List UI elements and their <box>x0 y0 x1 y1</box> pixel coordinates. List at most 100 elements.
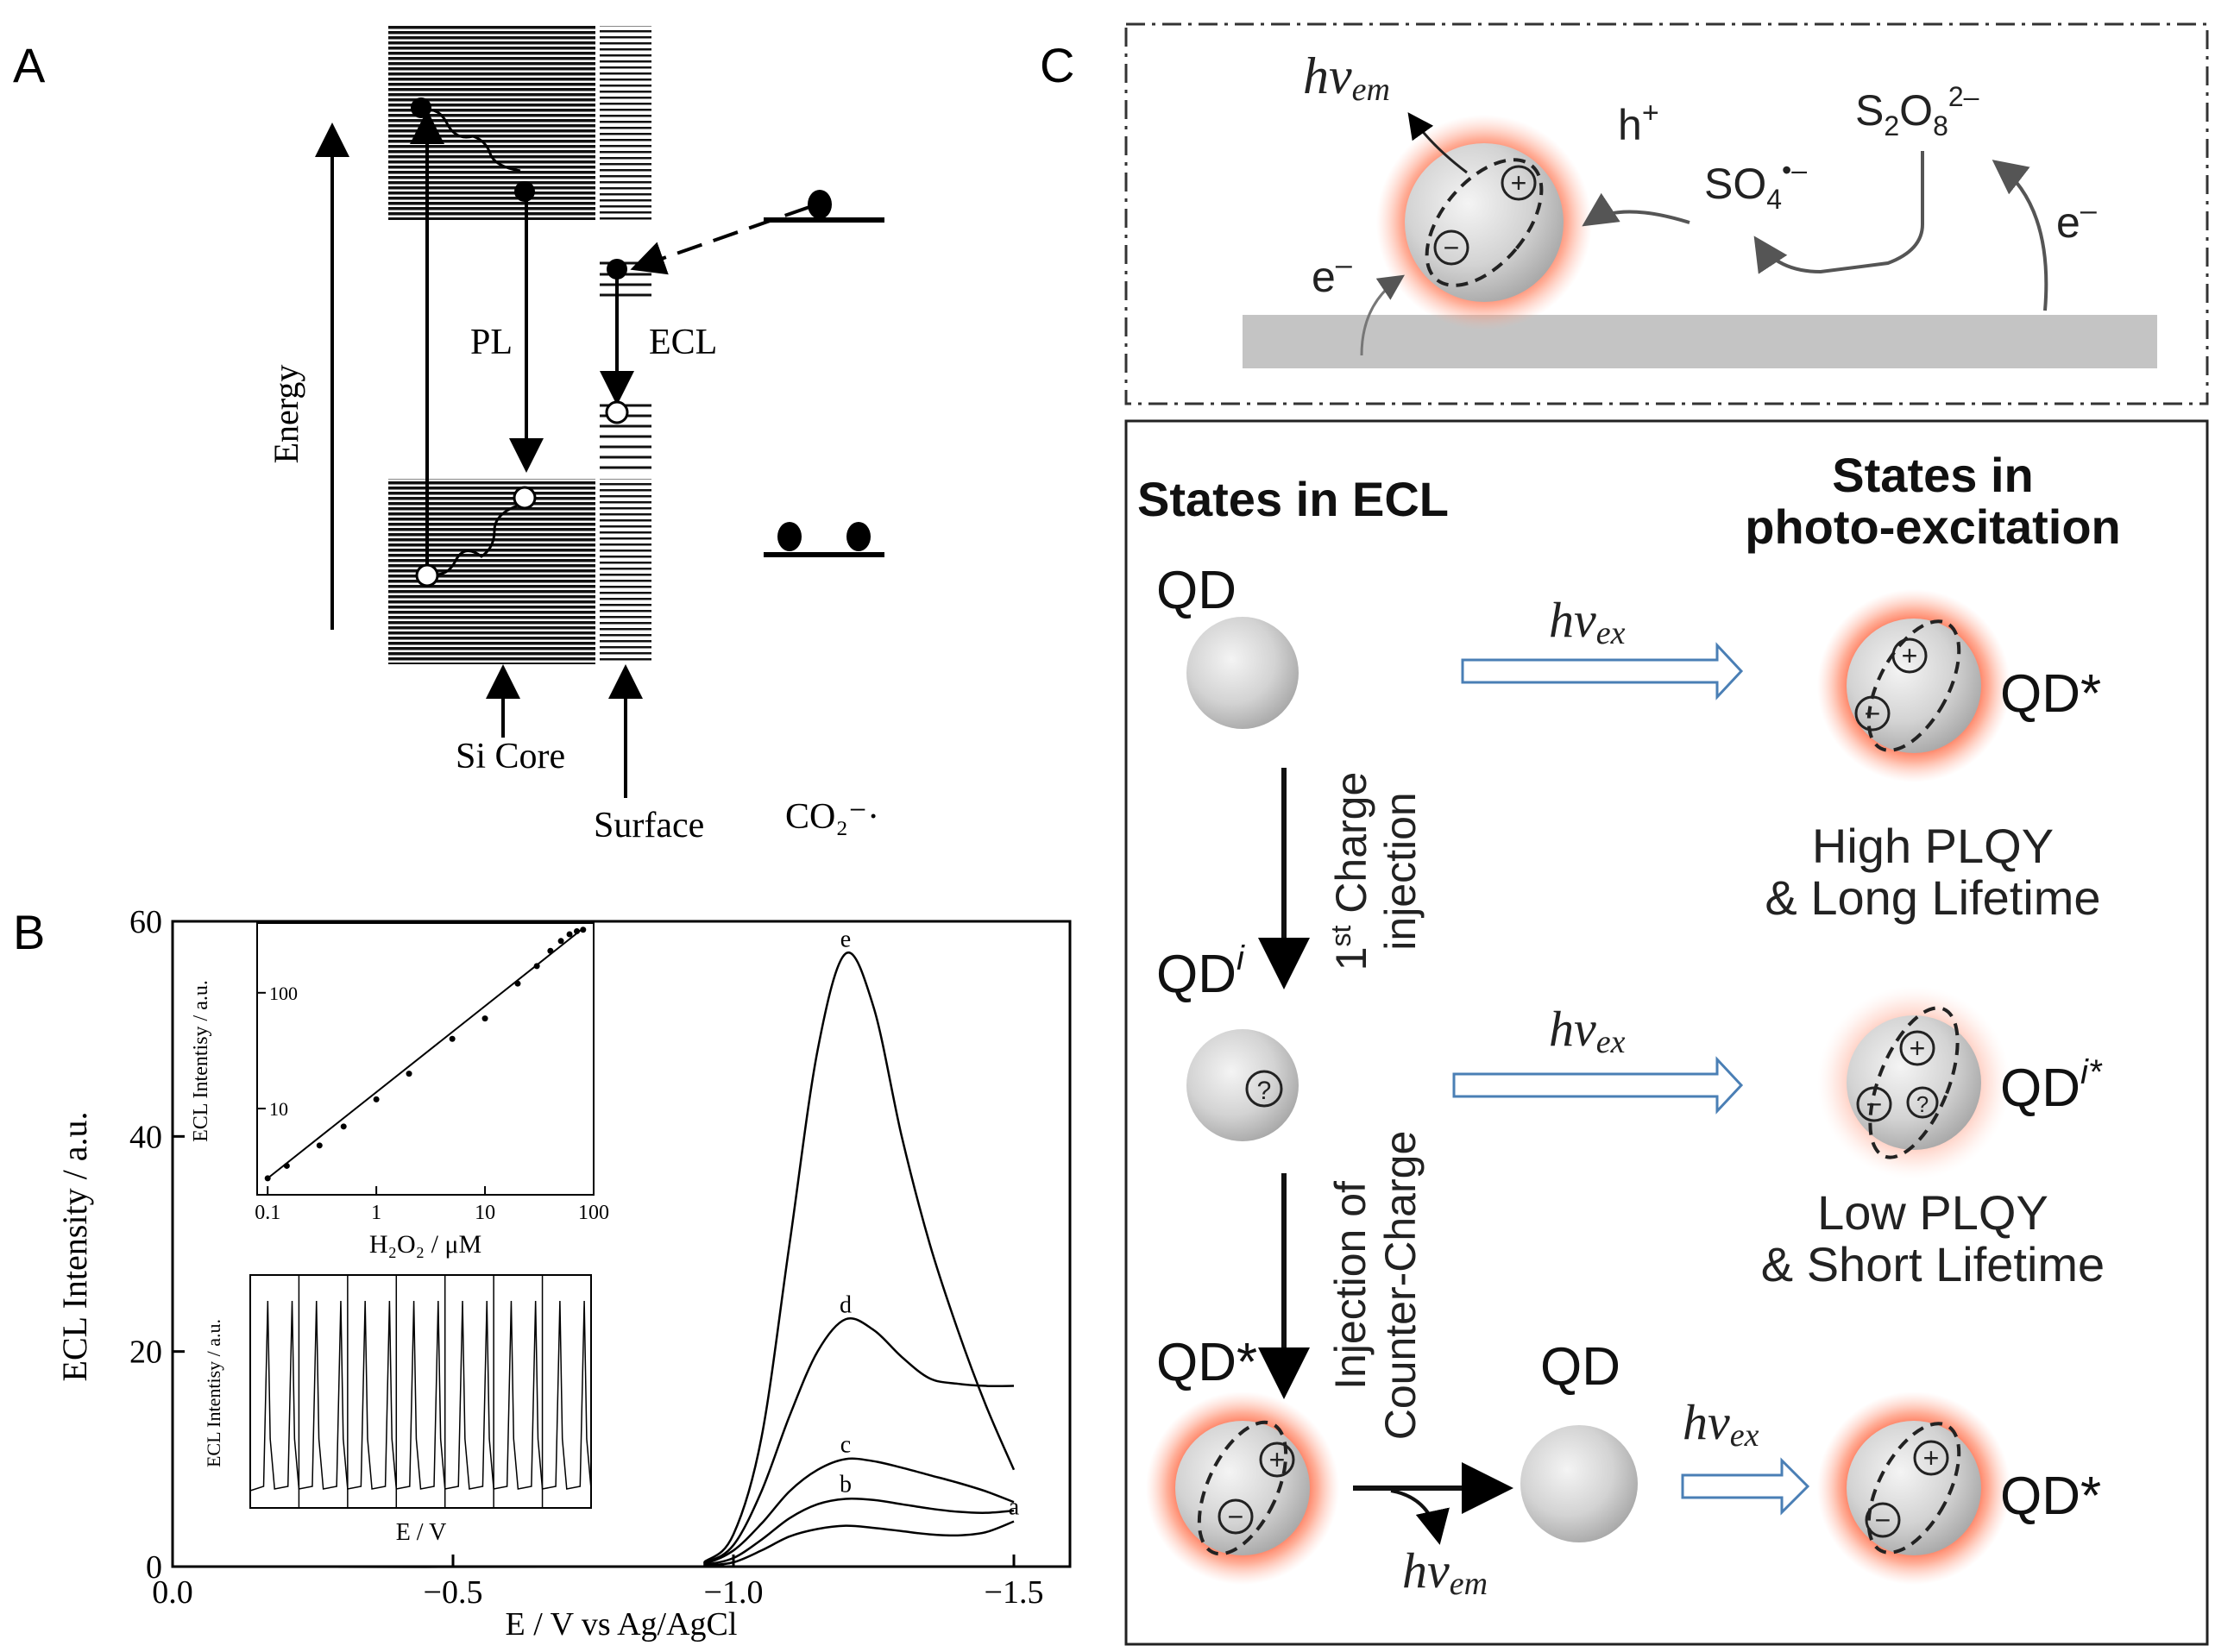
ecl-label: ECL <box>649 323 717 362</box>
main-x-axis-label: E / V vs Ag/AgCl <box>506 1606 738 1643</box>
qd-i-label: QDi <box>1156 939 1245 1004</box>
qd-star-label-1: QD* <box>2000 664 2101 724</box>
first-charge-label: 1st Charge <box>1325 772 1375 971</box>
qd-ground-3 <box>1520 1425 1638 1542</box>
qd-excited-1 <box>1847 619 1981 753</box>
panel-a: A Energy PL ECL <box>13 26 884 845</box>
x-tick-label: 0.0 <box>152 1574 193 1611</box>
ecl-curve-e <box>172 951 1016 1568</box>
electron-dot <box>411 97 431 118</box>
inset-data-point <box>533 963 540 970</box>
si-core-label: Si Core <box>456 737 565 776</box>
hole-dot <box>605 400 629 424</box>
inset-y-tick-label: 100 <box>269 983 298 1004</box>
inset-fit-line <box>267 927 584 1179</box>
states-box <box>1124 419 2209 1646</box>
cycling-trace <box>249 1300 592 1492</box>
curve-label-a: a <box>1009 1494 1020 1521</box>
plus-sign: + <box>1902 640 1918 671</box>
qd-excited-ecl <box>1175 1421 1310 1555</box>
inset-x-tick-label: 100 <box>578 1202 609 1224</box>
excitation-arrow-3 <box>1681 1457 1810 1516</box>
si-core-conduction-band <box>388 26 595 220</box>
inset-data-point <box>573 927 580 934</box>
panel-c: C + − hνem h+ e– SO4•– S2O82– e– States … <box>1040 22 2209 1646</box>
curve-label-c: c <box>840 1431 851 1458</box>
inset2-x-axis-label: E / V <box>396 1519 447 1546</box>
curve-label-e: e <box>840 926 851 952</box>
so4-radical: SO4•– <box>1704 154 1807 215</box>
inset-y-tick-label: 10 <box>269 1098 288 1120</box>
hv-ex-1: hνex <box>1549 592 1626 651</box>
qd-excited-charged <box>1847 1015 1981 1150</box>
inset-x-tick-label: 10 <box>475 1202 495 1224</box>
qd-charged <box>1186 1029 1299 1141</box>
curve-label-d: d <box>840 1291 852 1318</box>
minus-sign: − <box>1444 232 1460 263</box>
qd-excited-3 <box>1847 1421 1981 1555</box>
inset-data-point <box>547 947 554 954</box>
ecl-curve-a <box>172 1520 1015 1568</box>
e-minus-right: e– <box>2056 194 2097 247</box>
minus-sign: − <box>1875 1504 1891 1536</box>
high-plqy-2: & Long Lifetime <box>1765 870 2100 925</box>
low-plqy-1: Low PLQY <box>1817 1185 2048 1240</box>
y-tick-label: 0 <box>146 1549 162 1586</box>
inset-calibration-frame <box>256 922 595 1196</box>
injection-label: injection <box>1376 792 1425 950</box>
inset-x-tick-label: 1 <box>371 1202 381 1224</box>
panel-b-label: B <box>13 905 45 959</box>
injection-of-label: Injection of <box>1326 1181 1375 1390</box>
pl-label: PL <box>470 323 513 362</box>
persulfate: S2O82– <box>1855 81 1979 141</box>
inset2-y-axis-label: ECL Intentisy / a.u. <box>203 1319 224 1467</box>
plus-sign: + <box>1511 167 1527 198</box>
inset-data-point <box>449 1035 456 1042</box>
y-tick-label: 60 <box>129 904 162 940</box>
panel-c-label: C <box>1040 38 1074 92</box>
states-photo-heading-2: photo-excitation <box>1745 499 2121 554</box>
curve-label-b: b <box>840 1471 852 1498</box>
electron-dot <box>514 181 535 202</box>
hv-ex-2: hνex <box>1549 1001 1626 1060</box>
main-y-axis-label: ECL Intensity / a.u. <box>55 1112 94 1382</box>
inset-data-point <box>264 1175 271 1182</box>
question-sign: ? <box>1916 1091 1929 1117</box>
y-tick-label: 40 <box>129 1119 162 1155</box>
ecl-curve-b <box>172 1497 1015 1568</box>
inset-data-point <box>481 1015 488 1022</box>
inset-data-point <box>316 1142 323 1149</box>
x-tick-label: −1.0 <box>704 1574 764 1611</box>
excitation-arrow-2 <box>1452 1056 1744 1115</box>
inset-data-point <box>406 1071 412 1077</box>
x-tick-label: −1.5 <box>985 1574 1044 1611</box>
excitation-arrow-1 <box>1461 642 1744 700</box>
qd-label-1: QD <box>1156 561 1236 620</box>
qd-star-label-2: QD* <box>1156 1333 1257 1392</box>
electrode <box>1243 315 2157 368</box>
inset-data-point <box>566 931 573 938</box>
electron-injection-arrow <box>630 205 810 275</box>
high-plqy-1: High PLQY <box>1812 819 2054 873</box>
minus-sign: − <box>1865 698 1881 729</box>
question-sign: ? <box>1257 1077 1272 1105</box>
qd-i-star-label: QDi* <box>2000 1053 2103 1118</box>
inset-y-axis-label: ECL Intentisy / a.u. <box>190 980 212 1142</box>
h-plus: h+ <box>1618 97 1659 149</box>
inset-x-axis-label: H₂O₂ / μM <box>369 1230 481 1259</box>
minus-sign: − <box>1866 1089 1883 1120</box>
inset-data-point <box>514 980 521 987</box>
energy-label: Energy <box>267 365 305 464</box>
surface-label: Surface <box>594 806 704 845</box>
inset-cycling-frame <box>249 1274 592 1509</box>
qd-star-label-3: QD* <box>2000 1467 2101 1526</box>
hole-dot <box>513 486 537 510</box>
co2-radical-label: CO₂⁻· <box>785 797 879 837</box>
electron-dot <box>607 259 627 280</box>
plus-sign: + <box>1923 1442 1940 1473</box>
inset-data-point <box>557 938 564 945</box>
counter-charge-label: Counter-Charge <box>1376 1131 1425 1441</box>
